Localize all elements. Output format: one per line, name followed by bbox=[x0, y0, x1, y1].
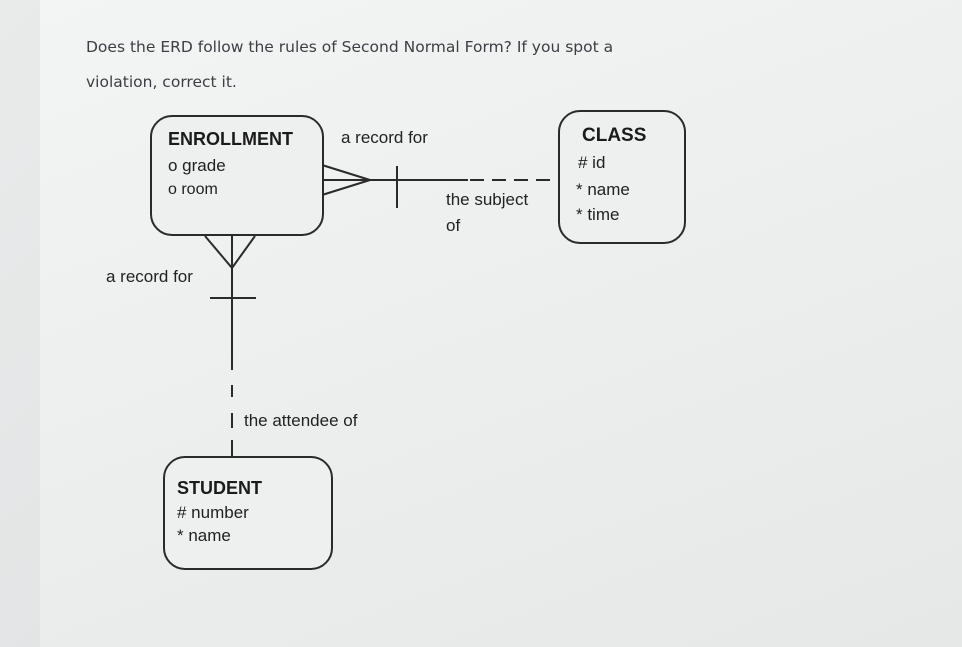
entity-student-title: STUDENT bbox=[177, 478, 262, 498]
question-line-1: Does the ERD follow the rules of Second … bbox=[86, 38, 614, 56]
crowfoot-enroll-student-left bbox=[204, 235, 233, 269]
rel-label-enroll-class-top: a record for bbox=[341, 128, 428, 147]
entity-student-attr-name: * name bbox=[177, 526, 231, 545]
rel-label-enroll-class-bottom-1: the subject bbox=[446, 190, 529, 209]
entity-student: STUDENT # number * name bbox=[163, 456, 333, 570]
question-line-2: violation, correct it. bbox=[86, 73, 237, 91]
entity-enrollment-title: ENROLLMENT bbox=[168, 129, 293, 149]
crowfoot-enroll-class-upper bbox=[321, 164, 371, 181]
entity-class-attr-time: * time bbox=[576, 205, 620, 224]
entity-enrollment-attr-grade: o grade bbox=[168, 156, 226, 175]
crowfoot-enroll-student-right bbox=[231, 235, 256, 269]
entity-enrollment: ENROLLMENT o grade o room bbox=[150, 115, 324, 236]
entity-class: CLASS # id * name * time bbox=[558, 110, 686, 244]
rel-label-enroll-student-top: a record for bbox=[106, 267, 193, 286]
entity-student-attr-number: # number bbox=[177, 503, 249, 522]
entity-class-attr-id: # id bbox=[578, 153, 606, 172]
rel-label-enroll-student-bottom: the attendee of bbox=[244, 411, 358, 430]
entity-class-title: CLASS bbox=[582, 125, 647, 146]
entity-class-attr-name: * name bbox=[576, 180, 630, 199]
entity-enrollment-attr-room: o room bbox=[168, 181, 218, 198]
rel-label-enroll-class-bottom-2: of bbox=[446, 216, 461, 235]
crowfoot-enroll-class-lower bbox=[321, 179, 371, 196]
question-text: Does the ERD follow the rules of Second … bbox=[86, 30, 646, 100]
